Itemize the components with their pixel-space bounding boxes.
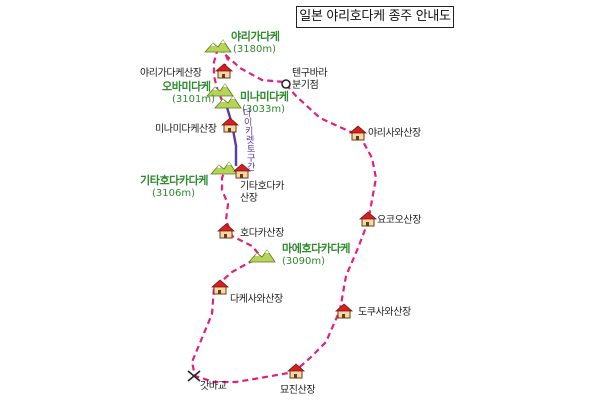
peak-label-obami: 오바미다케 [162,80,211,93]
peak-marker-yarigatake [204,39,232,53]
hut-label-dakesawa: 다케사와산장 [230,294,283,305]
peak-marker-maehotaka [248,249,276,263]
hut-marker-yokoo [359,211,377,227]
map-title: 일본 야리호다케 종주 안내도 [296,6,454,28]
peak-elevation-yarigatake: (3180m) [233,44,276,55]
junction-marker [281,79,291,89]
hut-marker-yarisawa [349,125,367,141]
hut-marker-yarigatake [215,63,233,79]
hut-label-kitahotaka-2: 산장 [240,193,258,204]
peak-label-maehotaka: 마에호다카다케 [282,242,351,255]
peak-label-yarigatake: 야리가다케 [231,30,280,43]
trail-path [190,47,378,384]
hut-marker-tokusawa [335,303,353,319]
peak-elevation-kitahotaka: (3106m) [152,188,195,199]
peak-elevation-maehotaka: (3090m) [282,256,325,267]
section-char-4: 렛 [246,136,254,146]
junction-label-line2: 분기점 [292,80,319,91]
hut-label-kitahotaka-1: 기타호다카 [240,181,285,192]
peak-elevation-minamidake: (3033m) [242,104,285,115]
hut-marker-hotaka [217,223,235,239]
trailhead-label: 갓바교 [200,381,227,392]
hut-label-hotaka: 호다카산장 [240,228,285,239]
hut-marker-minamidake [221,117,239,133]
peak-marker-minamidake [214,95,242,109]
section-char-6: 구 [247,154,255,164]
hut-label-tokusawa: 도쿠사와산장 [358,307,411,318]
section-char-7: 간 [247,163,255,173]
peak-label-kitahotaka: 기타호다카다케 [140,174,209,187]
section-char-5: 토 [247,145,255,155]
daikiretto-section-line [224,103,238,166]
peak-marker-kitahotaka [210,161,238,175]
section-char-2: 이 [244,118,252,128]
hut-label-myojin: 묘진산장 [280,385,316,396]
peak-elevation-obami: (3101m) [172,94,215,105]
junction-label-line1: 텐구바라 [292,68,328,79]
hut-label-minamidake: 미나미다케산장 [155,124,217,135]
hut-label-yokoo: 요코오산장 [377,215,422,226]
hut-marker-dakesawa [211,279,229,295]
hut-label-yarigatake: 야리가다케산장 [140,68,202,79]
section-char-1: 다 [243,109,251,119]
peak-label-minamidake: 미나미다케 [240,90,289,103]
hut-label-yarisawa: 야리사와산장 [368,128,421,139]
section-char-3: 키 [245,127,253,137]
bridge-marker [187,370,201,382]
